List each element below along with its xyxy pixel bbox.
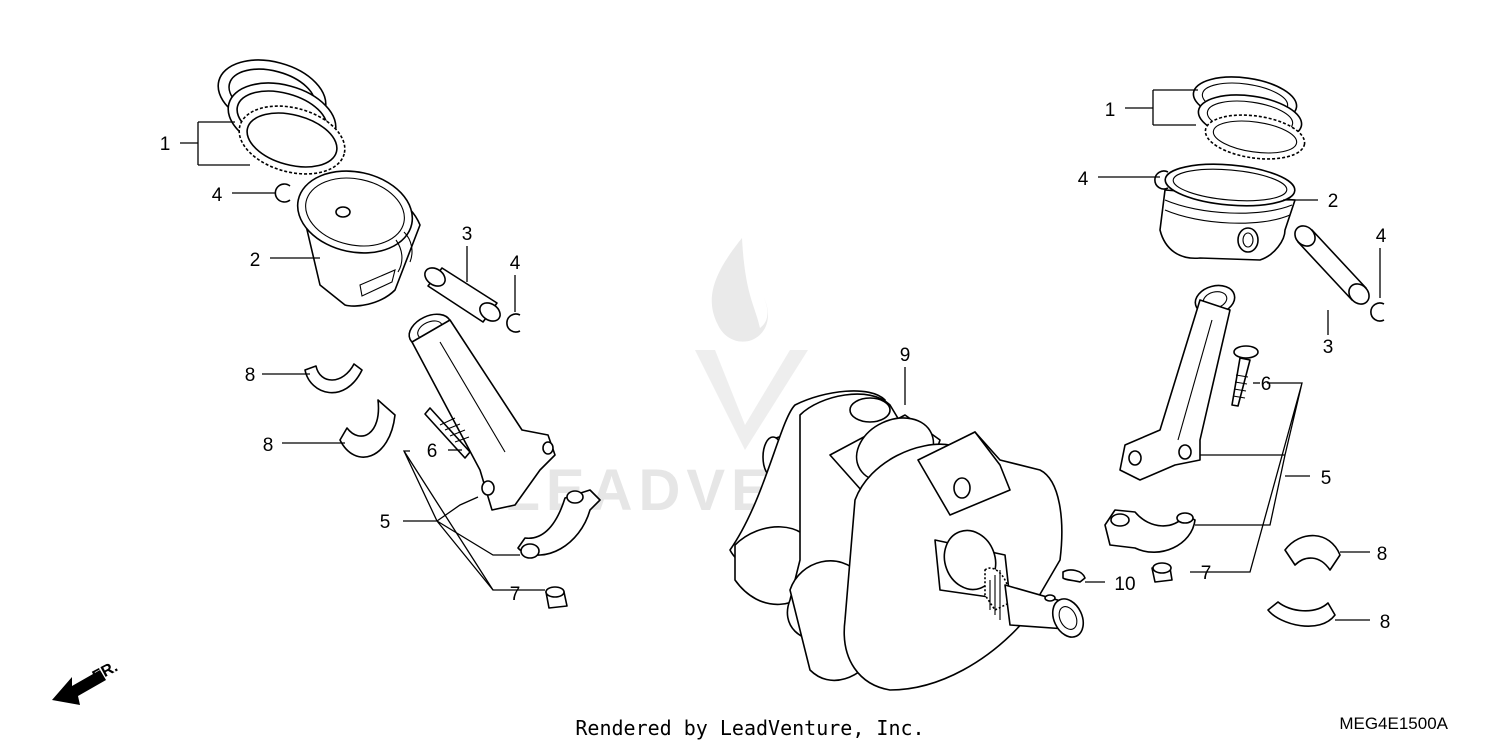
callout-8-left-lower: 8	[263, 435, 274, 456]
rod-nut-right	[1151, 562, 1173, 583]
callout-5-left: 5	[380, 512, 391, 533]
rod-nut-left	[545, 586, 568, 609]
callout-2-left: 2	[250, 250, 261, 271]
leaders-left	[180, 121, 545, 591]
woodruff-key	[1062, 569, 1086, 583]
rod-bolt-right	[1231, 345, 1259, 407]
rod-cap-right	[1104, 509, 1196, 553]
callout-10: 10	[1114, 574, 1135, 595]
bearing-right-lower	[1267, 601, 1336, 627]
rod-bolt-left	[424, 407, 471, 459]
render-credit: Rendered by LeadVenture, Inc.	[575, 716, 925, 740]
bearing-left-lower	[339, 399, 396, 458]
connecting-rod-left	[408, 313, 556, 511]
piston-left	[296, 170, 421, 307]
callout-1-right: 1	[1105, 100, 1116, 121]
callout-8-right-lower: 8	[1380, 612, 1391, 633]
connecting-rod-right	[1119, 284, 1236, 481]
piston-pin-left	[424, 267, 501, 323]
piston-pin-clip-right-lower	[1370, 302, 1385, 322]
callout-4-right-lower: 4	[1376, 226, 1387, 247]
crankshaft	[729, 390, 1085, 691]
piston-rings-right	[1192, 76, 1306, 160]
callout-5-right: 5	[1321, 468, 1332, 489]
callout-2-right: 2	[1328, 191, 1339, 212]
callouts-left: 1 4 2 3 4 8 8 6 5 7	[160, 134, 521, 605]
callout-6-left: 6	[427, 441, 438, 462]
piston-pin-clip-left-upper	[274, 183, 291, 203]
diagram-code: MEG4E1500A	[1339, 714, 1448, 733]
piston-pin-clip-right-upper	[1154, 170, 1169, 190]
callout-3-right: 3	[1323, 337, 1334, 358]
bearing-right-upper	[1284, 534, 1341, 571]
callout-8-right-upper: 8	[1377, 544, 1388, 565]
front-direction-arrow: FR.	[52, 658, 121, 705]
callout-4-left-upper: 4	[212, 185, 223, 206]
callout-3-left: 3	[462, 224, 473, 245]
rod-cap-left	[517, 489, 601, 559]
callout-4-right-upper: 4	[1078, 169, 1089, 190]
callout-4-left-lower: 4	[510, 253, 521, 274]
piston-pin-clip-left-lower	[506, 313, 521, 333]
piston-pin-right	[1294, 225, 1370, 305]
piston-right	[1159, 163, 1296, 261]
callout-8-left-upper: 8	[245, 365, 256, 386]
callout-6-right: 6	[1261, 374, 1272, 395]
callouts-right: 1 4 2 4 3 6 5 7 8 8	[1078, 100, 1391, 633]
leaders-right	[1098, 89, 1381, 621]
callout-1-left: 1	[160, 134, 171, 155]
callout-9: 9	[900, 345, 911, 366]
piston-rings-left	[217, 59, 346, 175]
bearing-left-upper	[304, 363, 363, 394]
callout-7-right: 7	[1201, 563, 1212, 584]
leaders-center	[904, 367, 1105, 583]
callouts-center: 9 10	[900, 345, 1136, 595]
callout-7-left: 7	[510, 584, 521, 605]
